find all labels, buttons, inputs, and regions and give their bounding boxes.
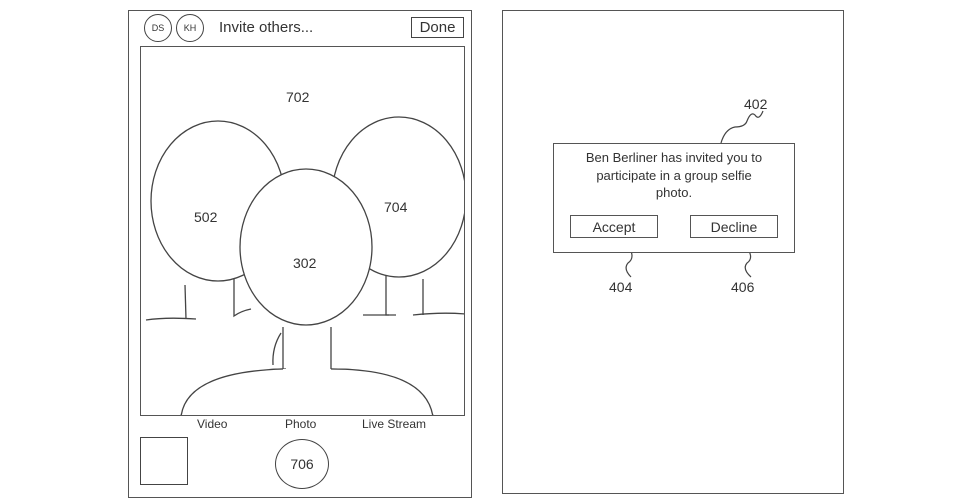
center-person-neck xyxy=(272,327,332,369)
left-person-neck xyxy=(184,284,187,320)
invitation-dialog: Ben Berliner has invited you to particip… xyxy=(553,143,795,253)
face-ref-label-302: 302 xyxy=(293,255,317,271)
mode-photo[interactable]: Photo xyxy=(285,417,317,431)
invitation-message: Ben Berliner has invited you to particip… xyxy=(554,149,794,202)
shutter-button[interactable]: 706 xyxy=(275,439,329,489)
frame-ref-label: 702 xyxy=(286,89,310,105)
invite-others-link[interactable]: Invite others... xyxy=(219,19,314,36)
participant-avatar-ds[interactable]: DS xyxy=(144,14,172,42)
gallery-thumbnail[interactable] xyxy=(140,437,188,485)
leader-402 xyxy=(720,110,764,144)
mode-live-stream[interactable]: Live Stream xyxy=(362,417,427,431)
group-selfie-illustration xyxy=(145,116,464,415)
left-person-shoulders xyxy=(145,317,197,321)
invitation-screen: 402 Ben Berliner has invited you to part… xyxy=(502,10,844,494)
dialog-ref-label: 402 xyxy=(744,96,768,112)
face-ref-label-502: 502 xyxy=(194,209,218,225)
decline-button[interactable]: Decline xyxy=(690,215,778,238)
left-person-neck-right xyxy=(233,277,252,318)
face-302 xyxy=(239,168,373,326)
camera-viewfinder: 702 502 704 302 xyxy=(140,46,465,416)
decline-ref-label: 406 xyxy=(731,279,755,295)
message-line-1: Ben Berliner has invited you to xyxy=(585,150,763,165)
right-person-neck xyxy=(385,275,396,316)
face-ref-label-704: 704 xyxy=(384,199,408,215)
message-line-2: participate in a group selfie xyxy=(596,167,752,183)
right-person-shoulders xyxy=(412,312,464,316)
participant-avatar-kh[interactable]: KH xyxy=(176,14,204,42)
reference-leader-lines xyxy=(620,110,764,278)
accept-ref-label: 404 xyxy=(609,279,633,295)
camera-screen: DS KH Invite others... Done xyxy=(128,10,472,498)
message-line-3: photo. xyxy=(655,185,693,200)
done-button[interactable]: Done xyxy=(411,17,464,38)
accept-button[interactable]: Accept xyxy=(570,215,658,238)
mode-video[interactable]: Video xyxy=(197,417,228,431)
